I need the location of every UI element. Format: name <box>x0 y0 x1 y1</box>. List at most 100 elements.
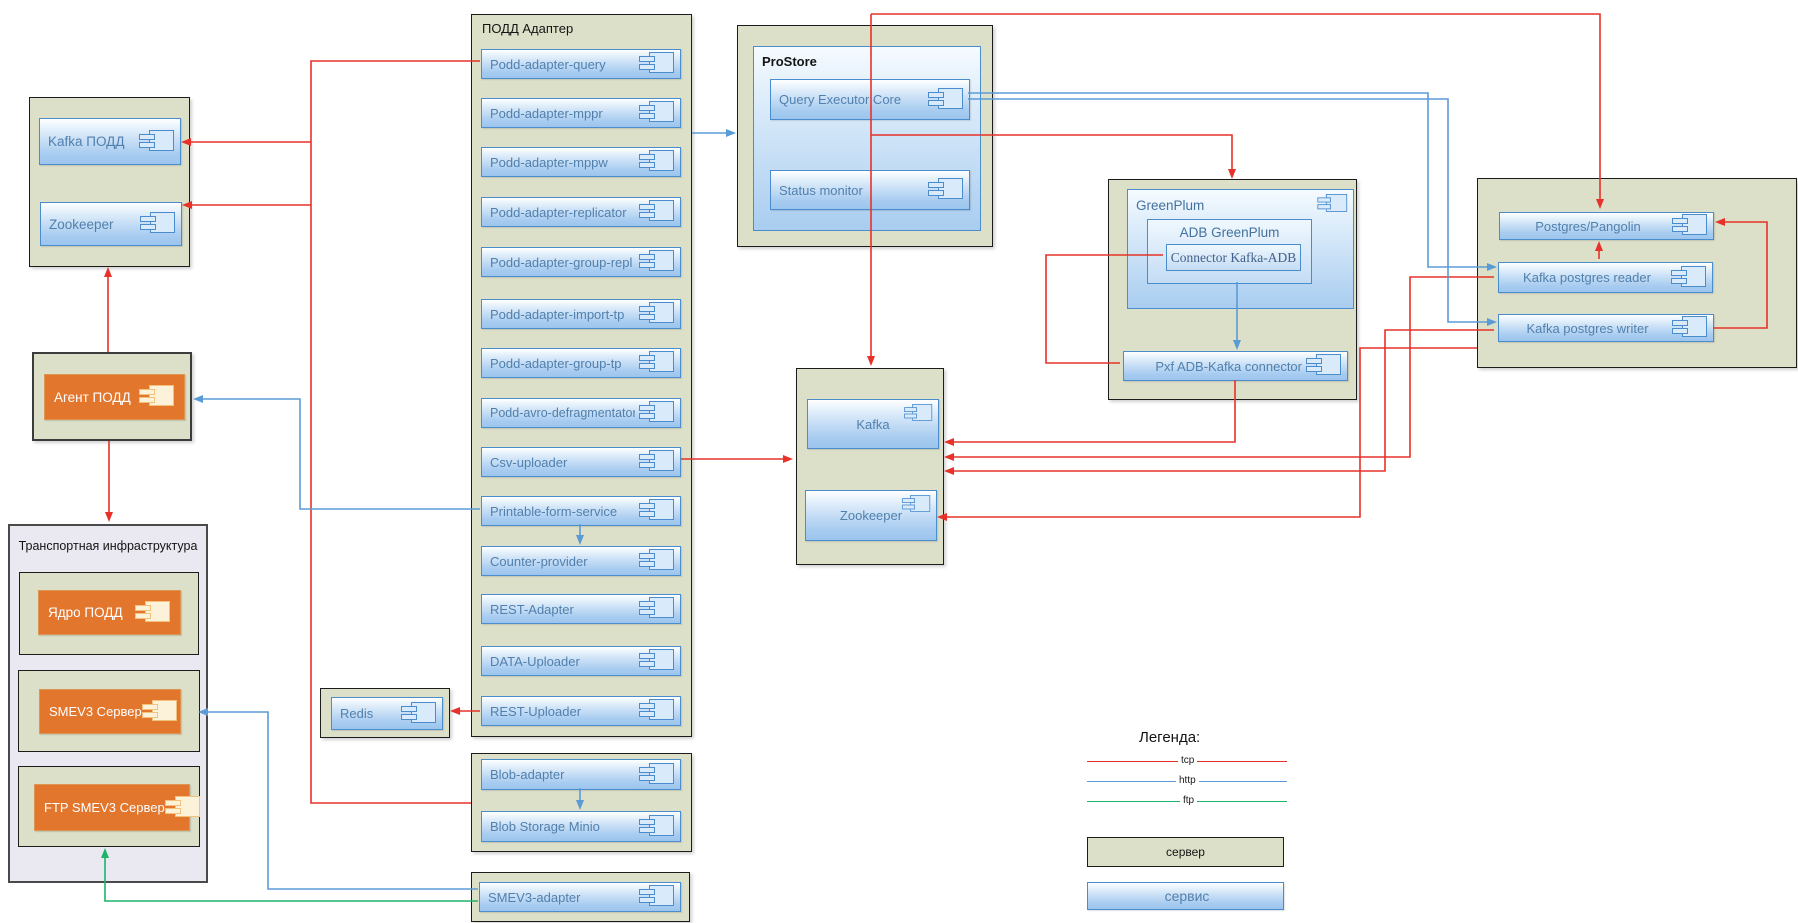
server-agent-podd[interactable]: Агент ПОДД <box>32 352 192 441</box>
component-connector-kafka-adb[interactable]: Connector Kafka-ADB <box>1166 244 1301 271</box>
service-blob-adapter[interactable]: Blob-adapter <box>481 759 681 790</box>
service-kafka-postgres-writer[interactable]: Kafka postgres writer <box>1498 314 1714 342</box>
service-podd-adapter-mppr[interactable]: Podd-adapter-mppr <box>481 98 681 128</box>
service-podd-adapter-mppw[interactable]: Podd-adapter-mppw <box>481 147 681 177</box>
component-icon <box>639 351 675 375</box>
component-icon <box>639 52 675 76</box>
service-label: Csv-uploader <box>490 454 568 470</box>
panel-adb-greenplum[interactable]: ADB GreenPlum Connector Kafka-ADB <box>1147 219 1312 284</box>
server-prostore[interactable]: ProStore Query Executor Core Status moni… <box>737 25 993 247</box>
server-smev3-adapter[interactable]: SMEV3-adapter <box>471 872 690 922</box>
service-podd-adapter-group-tp[interactable]: Podd-adapter-group-tp <box>481 348 681 378</box>
component-icon <box>639 200 675 224</box>
service-zookeeper[interactable]: Zookeeper <box>805 490 937 541</box>
service-kafka-postgres-reader[interactable]: Kafka postgres reader <box>1498 262 1713 293</box>
server-kafka[interactable]: Kafka Zookeeper <box>796 368 944 565</box>
component-icon <box>1672 214 1708 238</box>
server-podd-adapter[interactable]: ПОДД Адаптер Podd-adapter-query Podd-ada… <box>471 14 692 737</box>
conn-http-pfs-agent <box>193 395 480 510</box>
component-icon <box>639 549 675 573</box>
service-label: Query Executor Core <box>779 92 902 107</box>
server-blob[interactable]: Blob-adapter Blob Storage Minio <box>471 753 692 852</box>
service-label: Podd-adapter-replicator <box>490 204 627 220</box>
panel-title: ProStore <box>762 54 817 69</box>
legend-server-box[interactable]: сервер <box>1087 837 1284 867</box>
component-icon <box>639 814 675 839</box>
service-label: Printable-form-service <box>490 503 618 519</box>
service-kafka-podd[interactable]: Kafka ПОДД <box>39 118 181 165</box>
service-label: Blob-adapter <box>490 767 565 782</box>
component-icon <box>140 212 176 236</box>
service-podd-adapter-import-tp[interactable]: Podd-adapter-import-tp <box>481 299 681 329</box>
group-transport-infrastructure[interactable]: Транспортная инфраструктура Ядро ПОДД SM… <box>8 524 208 883</box>
server-kafka-podd[interactable]: Kafka ПОДД Zookeeper <box>29 97 190 267</box>
service-podd-adapter-query[interactable]: Podd-adapter-query <box>481 49 681 79</box>
service-smev3-adapter[interactable]: SMEV3-adapter <box>479 882 681 912</box>
service-agent-podd[interactable]: Агент ПОДД <box>44 374 185 420</box>
server-ftp-smev3-server[interactable]: FTP SMEV3 Сервер <box>18 766 200 847</box>
service-label: Pxf ADB-Kafka connector <box>1155 358 1302 374</box>
service-label: SMEV3 Сервер <box>49 704 142 719</box>
service-label: REST-Adapter <box>490 601 574 617</box>
component-label: Connector Kafka-ADB <box>1170 249 1297 265</box>
service-podd-avro-defragmentator[interactable]: Podd-avro-defragmentator <box>481 398 681 428</box>
service-postgres-pangolin[interactable]: Postgres/Pangolin <box>1499 212 1714 240</box>
component-icon <box>639 699 675 723</box>
legend-label-http: http <box>1176 775 1199 786</box>
service-redis[interactable]: Redis <box>331 697 443 730</box>
service-podd-adapter-replicator[interactable]: Podd-adapter-replicator <box>481 197 681 227</box>
service-blob-storage-minio[interactable]: Blob Storage Minio <box>481 811 681 842</box>
legend-service-box[interactable]: сервис <box>1087 882 1284 910</box>
component-icon <box>639 302 675 326</box>
service-podd-adapter-group-repl[interactable]: Podd-adapter-group-repl <box>481 247 681 277</box>
service-label: Redis <box>340 706 374 721</box>
service-label: Podd-avro-defragmentator <box>490 406 635 420</box>
legend-service-label: сервис <box>1164 888 1210 904</box>
service-smev3-server[interactable]: SMEV3 Сервер <box>39 689 181 734</box>
service-query-executor-core[interactable]: Query Executor Core <box>770 79 970 120</box>
service-label: Ядро ПОДД <box>48 605 123 620</box>
panel-greenplum[interactable]: GreenPlum ADB GreenPlum Connector Kafka-… <box>1127 189 1354 309</box>
service-yadro-podd[interactable]: Ядро ПОДД <box>38 590 181 635</box>
server-redis[interactable]: Redis <box>320 688 450 738</box>
server-smev3-server[interactable]: SMEV3 Сервер <box>18 670 200 752</box>
panel-prostore[interactable]: ProStore Query Executor Core Status moni… <box>753 46 981 231</box>
panel-title: GreenPlum <box>1136 198 1205 213</box>
component-icon <box>135 600 171 625</box>
service-label: Zookeeper <box>49 216 114 232</box>
server-greenplum[interactable]: GreenPlum ADB GreenPlum Connector Kafka-… <box>1108 179 1357 400</box>
conn-http-smev3-adapter-smev3-server <box>198 708 478 890</box>
service-zookeeper-podd[interactable]: Zookeeper <box>40 202 182 246</box>
service-data-uploader[interactable]: DATA-Uploader <box>481 646 681 676</box>
server-postgres[interactable]: Postgres/Pangolin Kafka postgres reader … <box>1477 178 1797 368</box>
service-label: Podd-adapter-group-tp <box>490 355 622 371</box>
service-status-monitor[interactable]: Status monitor <box>770 170 970 210</box>
component-icon <box>639 499 675 523</box>
service-ftp-smev3-server[interactable]: FTP SMEV3 Сервер <box>34 784 200 831</box>
service-label: Kafka ПОДД <box>48 134 125 149</box>
component-icon <box>639 597 675 621</box>
service-counter-provider[interactable]: Counter-provider <box>481 546 681 576</box>
service-pxf-adb-kafka-connector[interactable]: Pxf ADB-Kafka connector <box>1123 351 1348 381</box>
service-label: Агент ПОДД <box>54 389 131 405</box>
service-csv-uploader[interactable]: Csv-uploader <box>481 447 681 477</box>
service-label: Podd-adapter-mppr <box>490 105 603 121</box>
component-icon <box>141 699 178 724</box>
service-kafka[interactable]: Kafka <box>807 399 939 449</box>
service-rest-adapter[interactable]: REST-Adapter <box>481 594 681 624</box>
service-rest-uploader[interactable]: REST-Uploader <box>481 696 681 726</box>
service-label: Kafka postgres reader <box>1523 270 1651 285</box>
panel-title: ADB GreenPlum <box>1179 225 1280 240</box>
legend-title: Легенда: <box>1139 729 1201 746</box>
service-label: Counter-provider <box>490 553 588 569</box>
component-icon <box>1671 265 1707 290</box>
service-label: Blob Storage Minio <box>490 819 600 834</box>
server-yadro-podd[interactable]: Ядро ПОДД <box>19 572 199 655</box>
legend-label-ftp: ftp <box>1180 795 1198 806</box>
service-printable-form-service[interactable]: Printable-form-service <box>481 496 681 526</box>
component-icon <box>1306 354 1342 378</box>
legend-server-label: сервер <box>1166 845 1205 859</box>
component-icon <box>928 178 964 202</box>
component-icon <box>401 701 437 726</box>
